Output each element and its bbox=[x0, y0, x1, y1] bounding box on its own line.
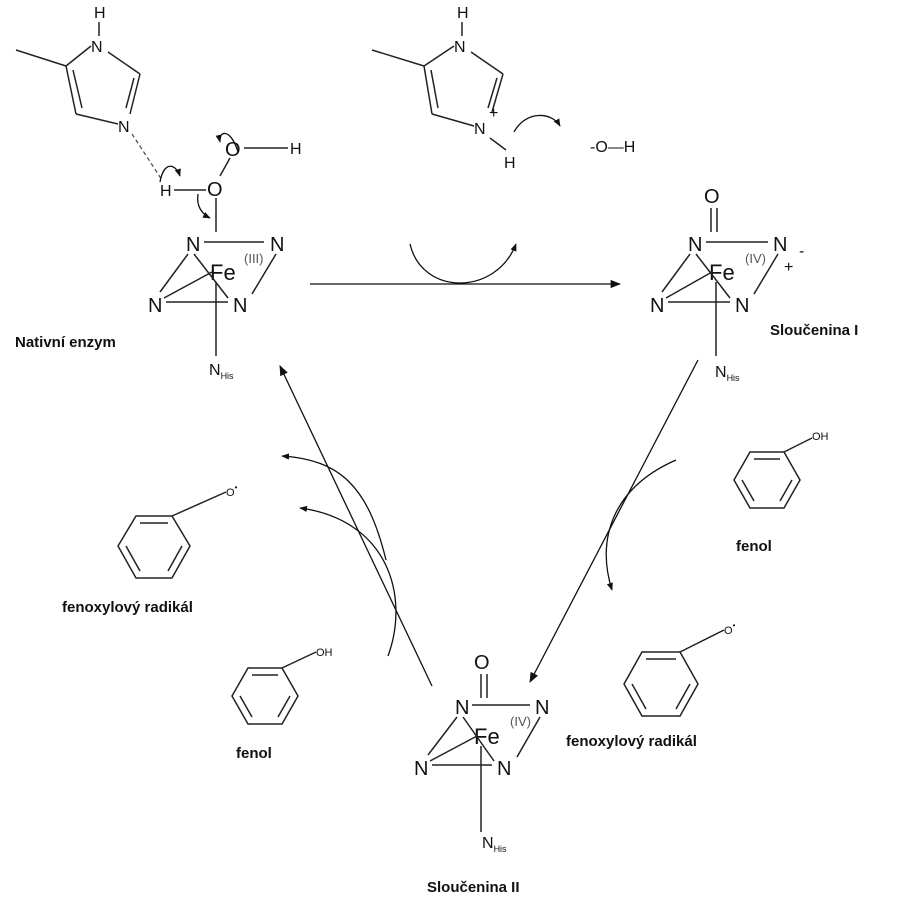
imidazole-protonated: H N N + H bbox=[371, 5, 516, 172]
label-phenol-right: fenol bbox=[736, 538, 772, 555]
atom-n: N bbox=[148, 295, 162, 317]
heme-compound-2: O N N N N Fe (IV) NHis bbox=[414, 652, 549, 854]
phenol-left: OH bbox=[231, 647, 333, 725]
atom-n: N bbox=[454, 39, 466, 56]
atom-h: H bbox=[94, 5, 106, 22]
atom-fe: Fe bbox=[210, 260, 236, 285]
atom-n-his: NHis bbox=[209, 362, 234, 381]
label-phenoxyl-radical-left: fenoxylový radikál bbox=[62, 599, 193, 616]
atom-h: H bbox=[290, 141, 302, 158]
atom-n: N bbox=[535, 697, 549, 719]
heme-compound-1: O N N N N Fe (IV) + - NHis bbox=[650, 186, 804, 383]
atom-o: O bbox=[207, 179, 223, 201]
atom-n: N bbox=[474, 121, 486, 138]
atom-o: O bbox=[225, 139, 241, 161]
charge-plus: + bbox=[489, 105, 498, 122]
atom-o-radical: O• bbox=[226, 483, 238, 499]
label-compound-1: Sloučenina I bbox=[770, 322, 858, 339]
phenoxyl-radical-right: O• bbox=[623, 621, 736, 717]
atom-oh: OH bbox=[316, 647, 333, 659]
atom-n: N bbox=[455, 697, 469, 719]
charge-minus: - bbox=[799, 243, 804, 260]
oxidation-state: (IV) bbox=[745, 251, 766, 266]
arrow-compound-2-to-native bbox=[279, 365, 433, 687]
charge-plus: + bbox=[784, 259, 793, 276]
atom-n: N bbox=[414, 758, 428, 780]
label-hydroxyl: -O—H bbox=[590, 139, 635, 156]
atom-h: H bbox=[160, 183, 172, 200]
oxidation-state: (III) bbox=[244, 251, 264, 266]
label-compound-2: Sloučenina II bbox=[427, 879, 520, 896]
atom-n: N bbox=[91, 39, 103, 56]
atom-n: N bbox=[186, 234, 200, 256]
hydrogen-peroxide: H O O H bbox=[160, 139, 302, 232]
atom-fe: Fe bbox=[709, 260, 735, 285]
atom-n-his: NHis bbox=[482, 835, 507, 854]
atom-n: N bbox=[270, 234, 284, 256]
atom-oh: OH bbox=[812, 431, 829, 443]
atom-n: N bbox=[233, 295, 247, 317]
atom-n: N bbox=[688, 234, 702, 256]
arrow-compound-1-to-compound-2 bbox=[529, 359, 699, 683]
atom-n: N bbox=[650, 295, 664, 317]
label-native-enzyme: Nativní enzym bbox=[15, 334, 116, 351]
label-phenol-left: fenol bbox=[236, 745, 272, 762]
atom-n-his: NHis bbox=[715, 364, 740, 383]
curved-arrow-phenol-left-lower bbox=[299, 505, 397, 657]
atom-n: N bbox=[497, 758, 511, 780]
heme-native: N N N N Fe (III) NHis bbox=[148, 234, 284, 381]
atom-o-radical: O• bbox=[724, 621, 736, 637]
phenol-right: OH bbox=[733, 431, 829, 509]
imidazole-left: H N N bbox=[15, 5, 141, 136]
atom-h: H bbox=[504, 155, 516, 172]
atom-o: O bbox=[474, 652, 490, 674]
atom-n: N bbox=[735, 295, 749, 317]
atom-fe: Fe bbox=[474, 724, 500, 749]
atom-o: O bbox=[704, 186, 720, 208]
oxidation-state: (IV) bbox=[510, 714, 531, 729]
curved-arrow-h2o2 bbox=[409, 243, 517, 284]
atom-h: H bbox=[457, 5, 469, 22]
phenoxyl-radical-left: O• bbox=[117, 483, 238, 579]
curved-arrow-phenol-left-upper bbox=[281, 453, 387, 561]
atom-n: N bbox=[118, 119, 130, 136]
curved-arrow-phenol-right bbox=[605, 459, 677, 591]
atom-n: N bbox=[773, 234, 787, 256]
label-phenoxyl-radical-right: fenoxylový radikál bbox=[566, 733, 697, 750]
